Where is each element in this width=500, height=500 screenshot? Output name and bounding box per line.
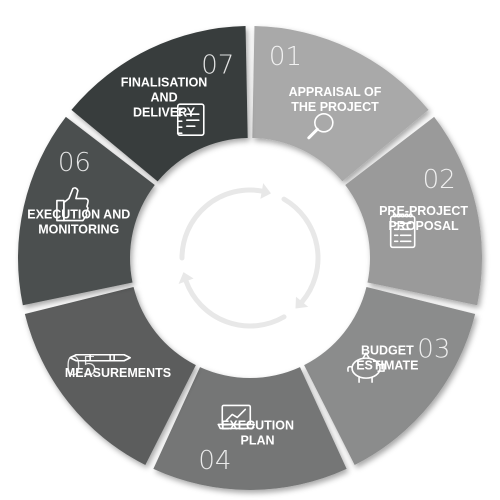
center-arrow-arc [281,196,321,305]
step-title-line: MEASUREMENTS [65,366,171,380]
clipboard-checklist-icon [389,213,416,249]
step-number: 01 [269,42,302,72]
step-title-line: PLAN [241,433,275,447]
step-number: 03 [417,335,450,365]
step-title-line: FINALISATION [121,76,208,90]
segment-shape [252,26,429,182]
segment-shape [71,26,248,182]
step-title-line: EXECUTION AND [27,207,130,221]
pen-icon [69,353,131,362]
step-title-line: BUDGET [361,344,414,358]
step-number: 04 [198,446,231,476]
piggy-bank-icon [347,352,385,383]
center-arrow-head [295,296,309,309]
step-title-line: APPRAISAL OF [289,85,382,99]
center-arrow-head [178,272,194,284]
step-title-line: MONITORING [38,222,119,236]
step-title-line: AND [151,91,178,105]
step-number: 02 [423,165,456,195]
step-title-line: PROPOSAL [388,219,459,233]
step-title-line: ESTIMATE [356,359,418,373]
segment-shape [304,286,476,466]
center-cycle-arrows [178,183,321,329]
step-number: 07 [201,51,234,81]
center-arrow-arc [179,187,265,261]
step-title-line: DELIVERY [133,106,196,120]
magnifier-icon [307,112,334,140]
center-arrow-head [260,183,272,199]
step-title-line: EXECUTION [221,418,294,432]
segment-shape [24,286,196,466]
laptop-chart-icon [217,404,256,430]
center-arrow-arc [183,278,287,329]
segment-shape [345,116,482,306]
step-number: 06 [58,148,91,178]
step-title-line: THE PROJECT [291,100,379,114]
thumbs-up-icon [56,187,89,222]
notebook-icon [176,103,205,136]
